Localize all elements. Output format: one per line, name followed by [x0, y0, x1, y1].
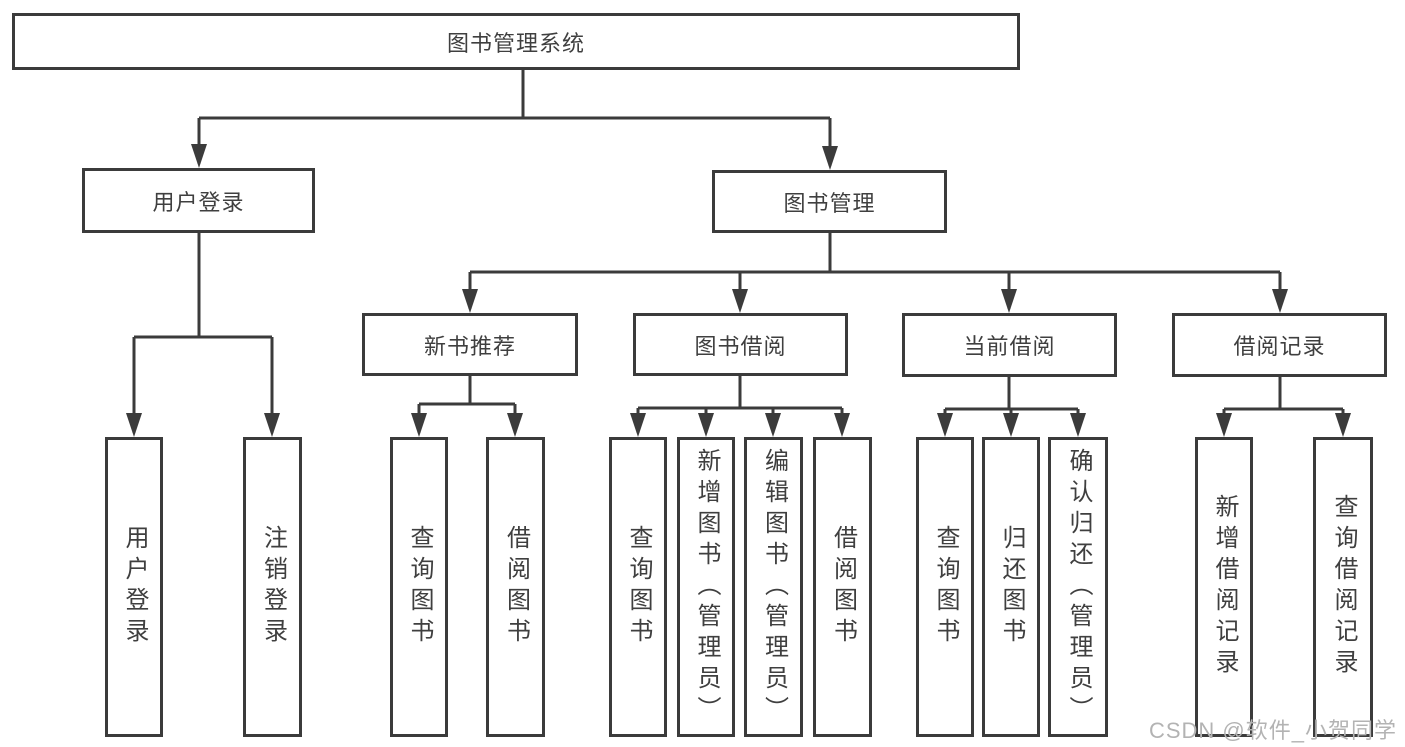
leaf-query-borrow-record: 查询借阅记录 — [1313, 437, 1373, 737]
arrowhead — [937, 413, 953, 437]
leaf-borrow-books-recommend: 借阅图书 — [486, 437, 545, 737]
node-current-borrow: 当前借阅 — [902, 313, 1117, 377]
arrowhead — [126, 413, 142, 437]
node-new-book-recommend: 新书推荐 — [362, 313, 578, 376]
node-library-management-system: 图书管理系统 — [12, 13, 1020, 70]
arrowhead — [765, 413, 781, 437]
connector-path — [132, 70, 1345, 433]
leaf-logout: 注销登录 — [243, 437, 302, 737]
leaf-confirm-return-admin: 确认归还（管理员） — [1048, 437, 1108, 737]
arrowhead — [698, 413, 714, 437]
leaf-user-login: 用户登录 — [105, 437, 163, 737]
leaf-query-books-current: 查询图书 — [916, 437, 974, 737]
arrowhead — [1001, 289, 1017, 313]
arrowhead — [1070, 413, 1086, 437]
leaf-return-books: 归还图书 — [982, 437, 1040, 737]
leaf-query-books-borrow: 查询图书 — [609, 437, 667, 737]
arrowhead — [834, 413, 850, 437]
arrowhead — [630, 413, 646, 437]
leaf-edit-books-admin: 编辑图书（管理员） — [744, 437, 803, 737]
arrowhead — [1272, 289, 1288, 313]
arrowhead — [411, 413, 427, 437]
arrowhead — [1216, 413, 1232, 437]
arrowhead — [462, 289, 478, 313]
leaf-add-books-admin: 新增图书（管理员） — [677, 437, 735, 737]
node-book-management: 图书管理 — [712, 170, 947, 233]
arrowhead — [191, 144, 207, 168]
arrowhead — [507, 413, 523, 437]
leaf-add-borrow-record: 新增借阅记录 — [1195, 437, 1253, 737]
arrowhead — [732, 289, 748, 313]
leaf-borrow-books: 借阅图书 — [813, 437, 872, 737]
csdn-watermark: CSDN @软件_小贺同学 — [1148, 718, 1397, 743]
node-book-borrow: 图书借阅 — [633, 313, 848, 376]
arrowhead — [1003, 413, 1019, 437]
leaf-query-books-recommend: 查询图书 — [390, 437, 448, 737]
node-borrow-record: 借阅记录 — [1172, 313, 1387, 377]
arrowhead — [822, 146, 838, 170]
arrowhead — [1335, 413, 1351, 437]
arrowhead — [264, 413, 280, 437]
node-user-login: 用户登录 — [82, 168, 315, 233]
